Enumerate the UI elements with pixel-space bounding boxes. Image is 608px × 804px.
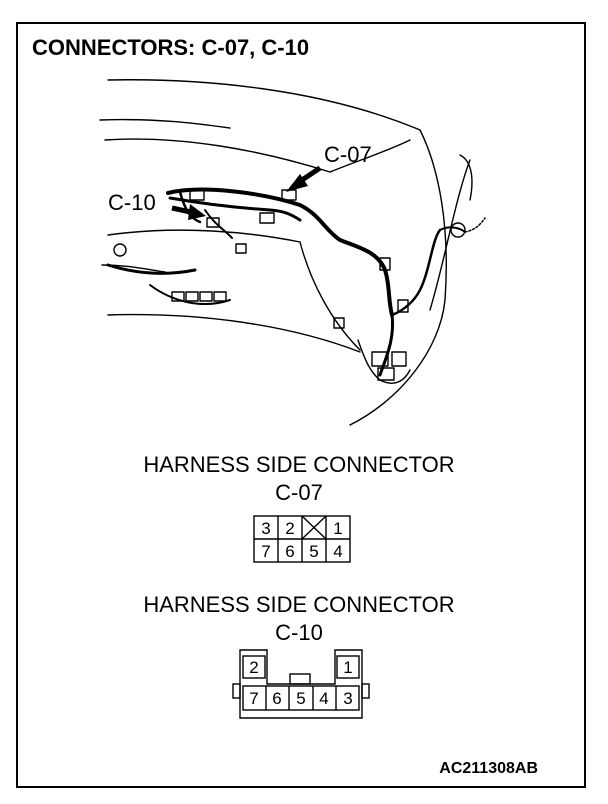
c07-pin: 7 <box>261 542 270 561</box>
callout-label-c07: C-07 <box>324 142 372 167</box>
c07-name: C-07 <box>275 480 323 505</box>
c10-pin: 6 <box>272 689 281 708</box>
figure-code: AC211308AB <box>439 760 538 777</box>
diagram-title: CONNECTORS: C-07, C-10 <box>32 35 309 60</box>
callout-arrow-c07 <box>286 165 322 192</box>
c10-pin: 1 <box>343 658 352 677</box>
c10-pin: 5 <box>296 689 305 708</box>
c07-pin: 2 <box>285 519 294 538</box>
c10-name: C-10 <box>275 620 323 645</box>
c07-pin: 1 <box>333 519 342 538</box>
dashboard-illustration <box>99 79 486 426</box>
c07-pin: 4 <box>333 542 342 561</box>
c10-pin: 4 <box>319 689 328 708</box>
c07-pin: 5 <box>309 542 318 561</box>
c07-pin: 3 <box>261 519 270 538</box>
callout-arrow-c10 <box>171 204 206 220</box>
c10-pin: 3 <box>343 689 352 708</box>
c07-pin: 6 <box>285 542 294 561</box>
c07-pin-grid: 3 2 1 7 6 5 4 <box>253 515 351 563</box>
c10-pin: 7 <box>249 689 258 708</box>
callout-label-c10: C-10 <box>108 190 156 215</box>
c10-pin-grid <box>232 649 370 719</box>
diagram-frame <box>16 22 586 788</box>
c10-caption: HARNESS SIDE CONNECTOR <box>143 592 454 617</box>
c10-pin: 2 <box>249 658 258 677</box>
c07-caption: HARNESS SIDE CONNECTOR <box>143 452 454 477</box>
